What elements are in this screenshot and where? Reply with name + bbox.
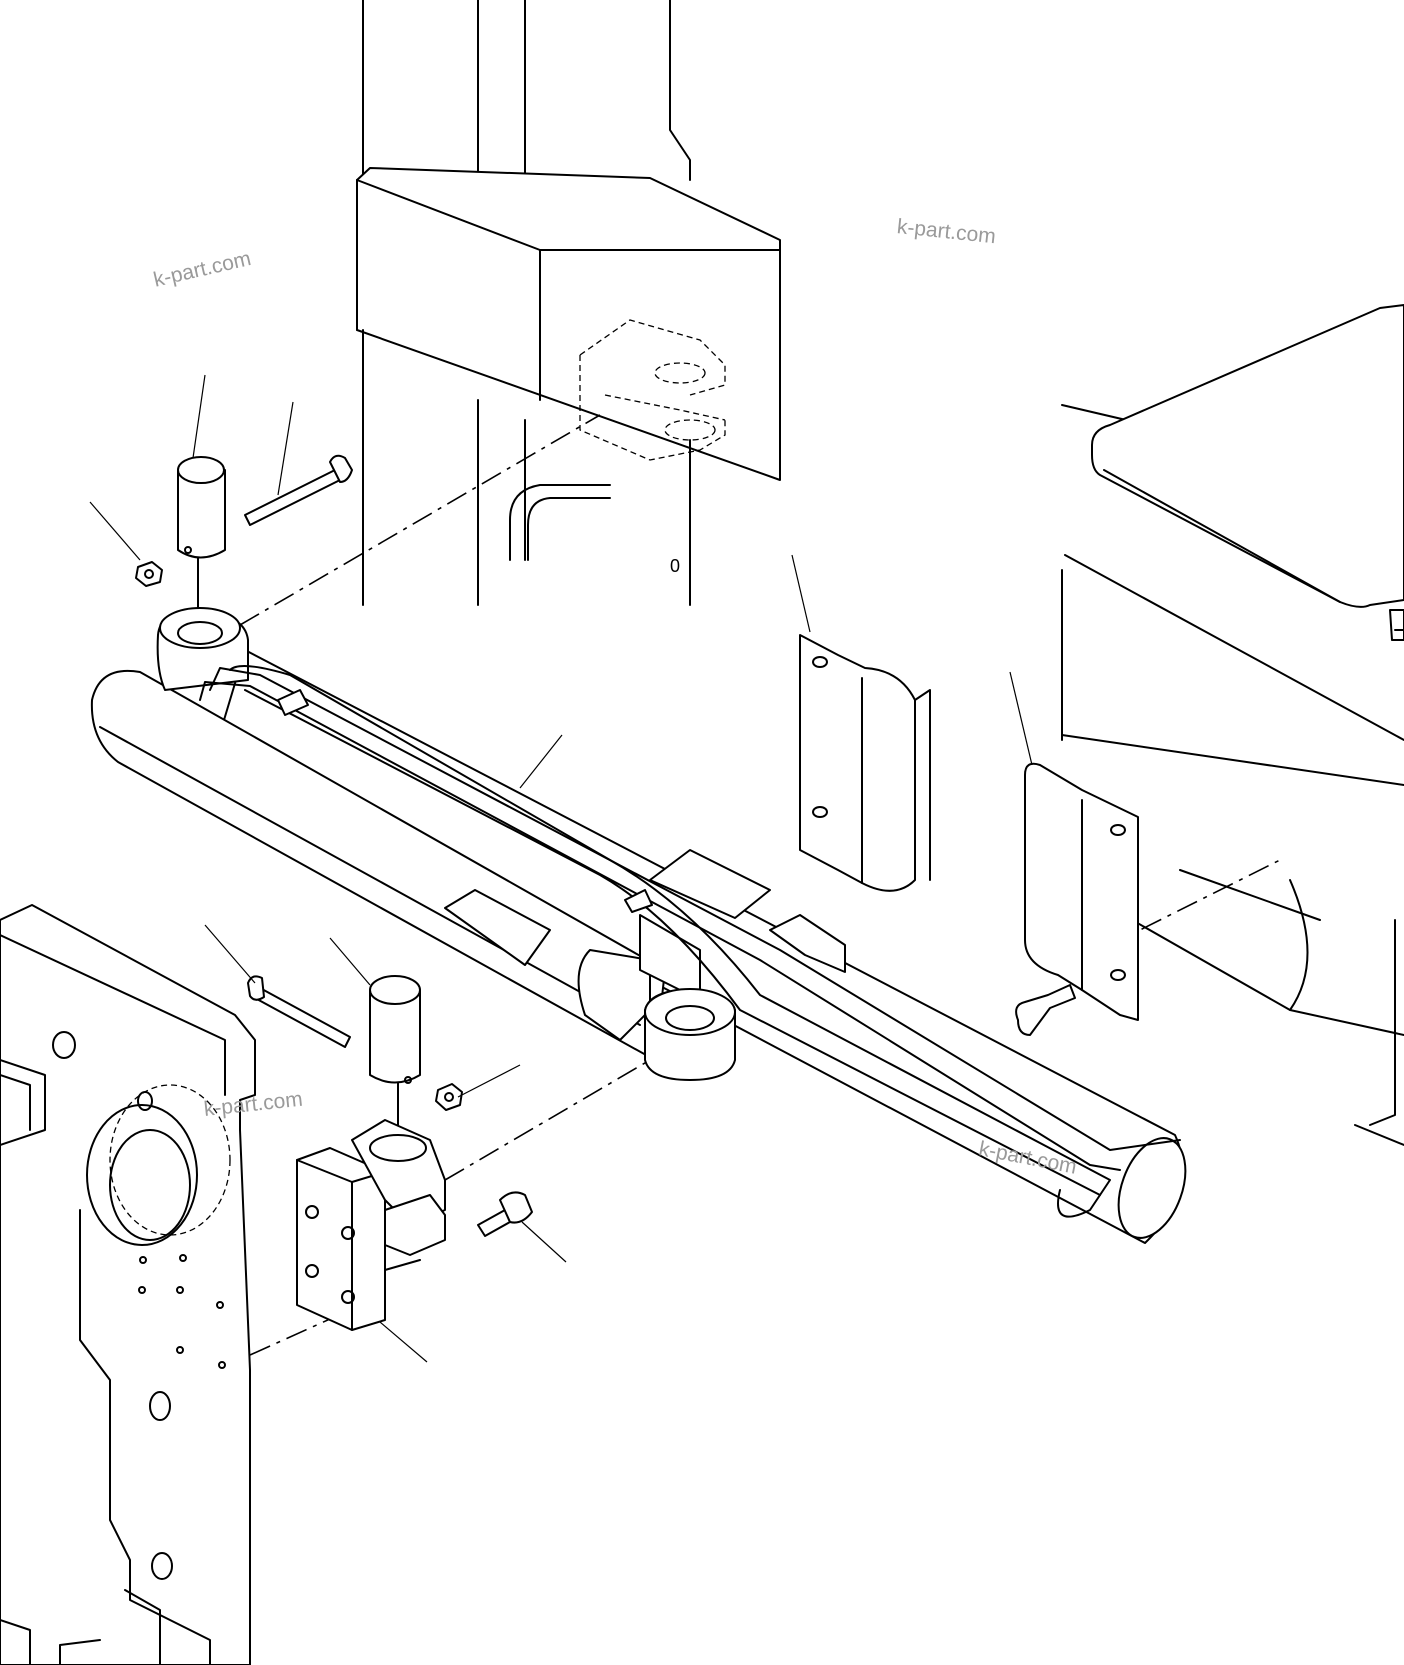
bracket-bolt [477, 1191, 533, 1237]
upper-nut [135, 561, 163, 587]
lower-pin [369, 975, 421, 1084]
hose-guard-left [799, 634, 931, 892]
upper-pin [177, 456, 226, 559]
mast-frame: 0 [356, 0, 781, 606]
seat-panel [1061, 304, 1404, 1146]
left-frame-plate [0, 904, 256, 1665]
lower-long-bolt [247, 975, 351, 1048]
svg-text:0: 0 [670, 556, 680, 576]
lower-nut [435, 1083, 463, 1111]
cylinder-assembly [90, 607, 1187, 1244]
upper-long-bolt [244, 454, 353, 526]
mount-bracket [296, 1119, 446, 1331]
hidden-clevis-bracket [579, 319, 726, 461]
hose-guard-right [1024, 762, 1139, 1021]
guard-bolt [1015, 984, 1076, 1036]
leader-lines [89, 374, 1033, 1363]
